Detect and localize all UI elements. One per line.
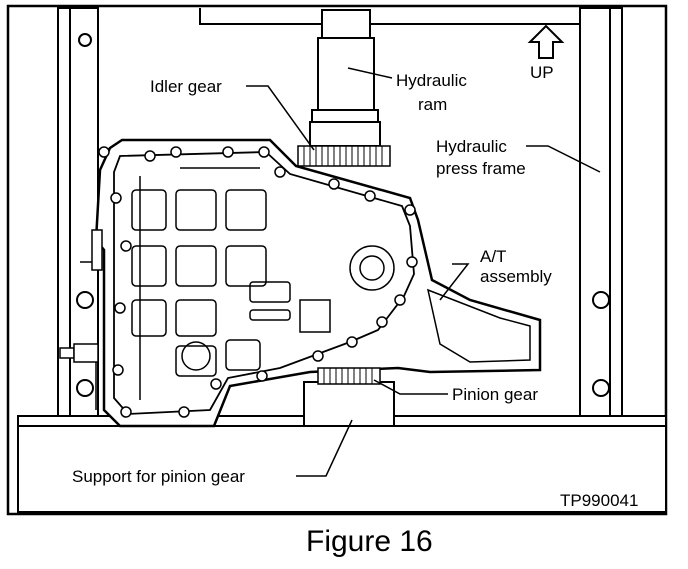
idler-gear-label: Idler gear [150, 77, 222, 96]
press-frame-label-line2: press frame [436, 159, 526, 178]
at-assembly-label-line2: assembly [480, 267, 552, 286]
press-frame-label-line1: Hydraulic [436, 137, 507, 156]
figure-caption: Figure 16 [306, 525, 433, 558]
hydraulic-ram-label-line1: Hydraulic [396, 71, 467, 90]
up-arrow-icon [527, 24, 565, 59]
at-assembly [94, 138, 542, 428]
at-assembly-ribs [131, 167, 531, 400]
support-label: Support for pinion gear [72, 467, 245, 486]
labels: Idler gear Hydraulic ram UP Hydraulic pr… [72, 63, 638, 510]
leader-lines [246, 67, 601, 477]
up-label: UP [530, 63, 554, 82]
at-assembly-label-line1: A/T [480, 247, 506, 266]
side-fitting [59, 229, 103, 410]
at-bolts [98, 146, 418, 418]
support-block [17, 381, 667, 513]
pinion-gear [317, 367, 381, 385]
figure-code: TP990041 [560, 491, 638, 510]
pinion-gear-label: Pinion gear [452, 385, 538, 404]
idler-gear [297, 145, 391, 167]
hydraulic-ram-label-line2: ram [418, 95, 447, 114]
